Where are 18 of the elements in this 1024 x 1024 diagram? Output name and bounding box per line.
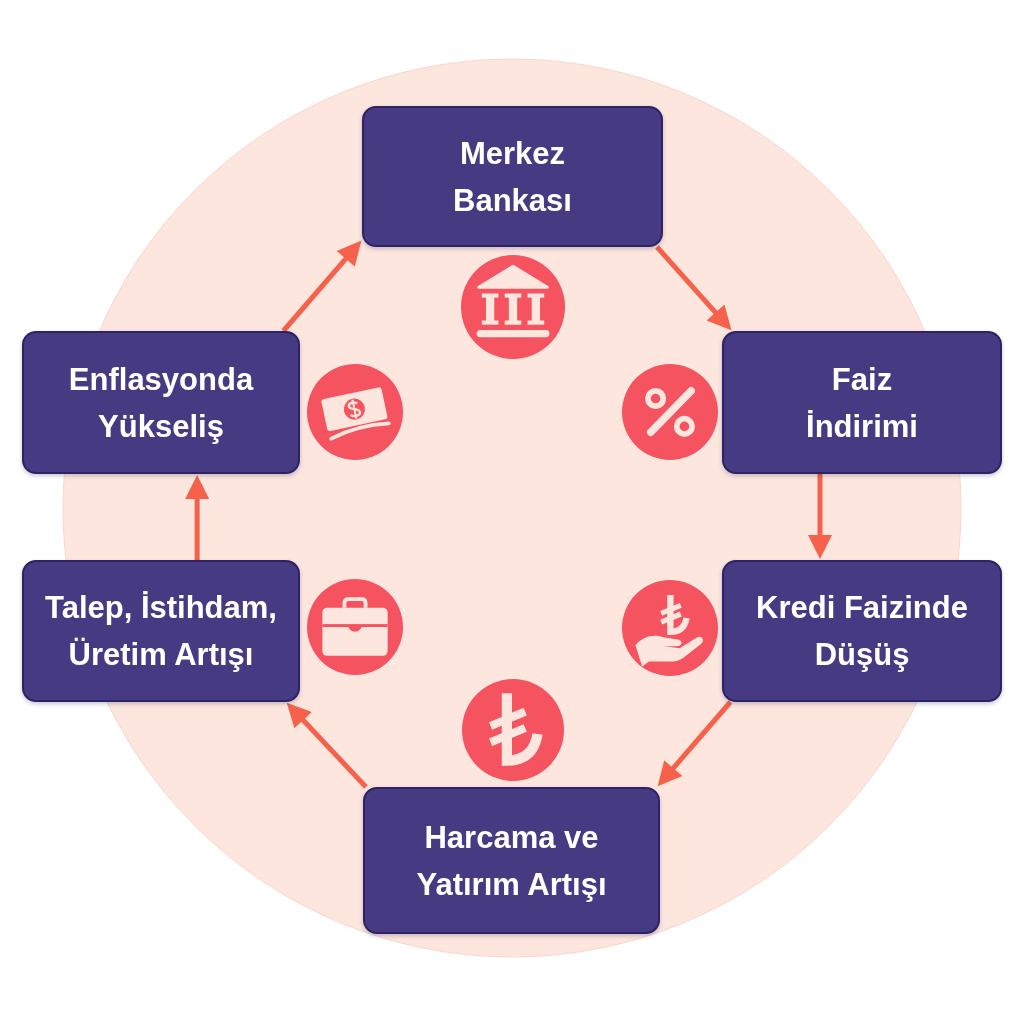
box-label: Enflasyonda Yükseliş xyxy=(67,360,255,446)
box-label: Harcama ve Yatırım Artışı xyxy=(415,818,608,904)
process-box xyxy=(363,787,660,934)
box-label: Faiz İndirimi xyxy=(805,360,919,446)
process-box xyxy=(722,560,1002,702)
arrow xyxy=(185,474,210,560)
arrow xyxy=(286,702,368,789)
arrow xyxy=(281,240,362,333)
arrow xyxy=(808,474,832,560)
process-box xyxy=(22,560,300,702)
process-box xyxy=(22,331,300,474)
process-box xyxy=(722,331,1002,474)
box-label: Talep, İstihdam, Üretim Artışı xyxy=(44,589,278,674)
box-label: Kredi Faizinde Düşüş xyxy=(755,589,969,674)
box-label: Merkez Bankası xyxy=(452,134,573,220)
arrow xyxy=(655,245,732,331)
arrow xyxy=(657,700,733,787)
process-box xyxy=(362,106,663,247)
